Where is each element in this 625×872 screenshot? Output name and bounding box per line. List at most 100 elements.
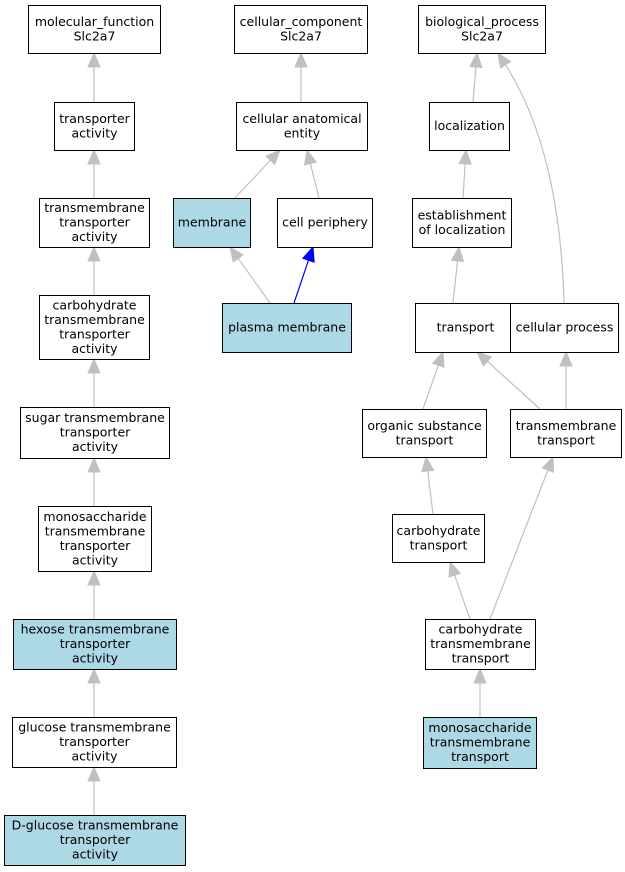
node-label-line: transport <box>451 749 509 764</box>
node-label-line: transporter <box>59 215 130 230</box>
node-label-line: transmembrane <box>45 523 146 538</box>
node-box <box>39 295 150 360</box>
node-label-line: transmembrane <box>430 735 531 750</box>
arrowhead <box>87 456 101 473</box>
node-box <box>20 407 170 459</box>
node-label-line: glucose transmembrane <box>18 720 171 735</box>
arrowhead <box>473 667 487 684</box>
node-box <box>173 198 251 248</box>
node-label-line: activity <box>71 229 118 244</box>
node-label-line: activity <box>71 749 118 764</box>
edge-plasma_membrane-to-cell_periphery <box>293 245 315 304</box>
edge-line <box>234 159 272 199</box>
edge-glucose_tm_transporter_activity-to-hexose_tm_transporter_activity <box>87 667 101 717</box>
node-label-line: cellular process <box>516 320 614 335</box>
edge-localization-to-bp_root <box>469 51 483 103</box>
edge-line <box>462 162 466 199</box>
edge-line <box>293 259 310 304</box>
arrowhead <box>87 357 101 374</box>
edge-layer <box>87 51 573 815</box>
edge-line <box>504 63 565 304</box>
edge-transporter_activity-to-mf_root <box>87 51 101 102</box>
edge-line <box>237 257 271 304</box>
go-term-node-membrane[interactable]: membrane <box>173 198 251 248</box>
node-label-line: activity <box>72 552 119 567</box>
edge-line <box>309 162 320 199</box>
edge-line <box>472 65 477 103</box>
node-label-line: hexose transmembrane <box>21 622 170 637</box>
node-label-line: monosaccharide <box>428 720 531 735</box>
node-label-line: cell periphery <box>282 215 368 230</box>
edge-transmembrane_transport-to-transport <box>476 351 541 410</box>
go-term-node-localization[interactable]: localization <box>429 102 510 151</box>
node-box <box>392 514 485 563</box>
node-label-line: sugar transmembrane <box>25 410 165 425</box>
node-label-line: organic substance <box>367 418 482 433</box>
go-term-node-dglucose-tm-transporter-activity[interactable]: D-glucose transmembranetransporteractivi… <box>4 815 186 866</box>
node-label-line: entity <box>284 125 321 140</box>
node-label-line: transmembrane <box>430 636 531 651</box>
edge-hexose_tm_transporter_activity-to-mono_tm_transporter_activity <box>87 569 101 619</box>
node-box <box>510 303 619 353</box>
go-term-node-cellular-process[interactable]: cellular process <box>510 303 619 353</box>
node-box <box>236 102 368 151</box>
go-term-node-cell-periphery[interactable]: cell periphery <box>277 198 373 248</box>
edge-transport-to-establishment_of_localization <box>450 245 465 304</box>
arrowhead <box>497 51 512 69</box>
node-label-line: transporter <box>60 538 131 553</box>
go-term-node-carb-tm-transporter-activity[interactable]: carbohydratetransmembranetransporteracti… <box>39 295 150 360</box>
node-label-line: transport <box>396 432 454 447</box>
node-label-line: transport <box>437 320 495 335</box>
node-label-line: transporter <box>60 425 131 440</box>
edge-membrane-to-cellular_anatomical_entity <box>234 149 281 199</box>
go-term-node-transport[interactable]: transport <box>415 303 516 353</box>
edge-dglucose_tm_transporter_activity-to-glucose_tm_transporter_activity <box>87 765 101 815</box>
edge-transmembrane_transport-to-cellular_process <box>559 350 573 409</box>
node-label-line: Slc2a7 <box>280 28 322 43</box>
node-label-line: biological_process <box>425 14 539 29</box>
node-label-line: transport <box>452 651 510 666</box>
node-label-line: activity <box>72 847 119 862</box>
arrowhead <box>541 455 555 473</box>
node-box <box>54 102 135 151</box>
node-label-line: activity <box>72 439 119 454</box>
node-label-line: transporter <box>60 832 131 847</box>
edge-carb_tm_transport-to-transmembrane_transport <box>489 455 555 620</box>
go-term-node-mono-tm-transporter-activity[interactable]: monosaccharidetransmembranetransporterac… <box>38 506 152 572</box>
edge-mono_tm_transport-to-carb_tm_transport <box>473 667 487 717</box>
node-label-line: localization <box>434 118 505 133</box>
node-label-line: activity <box>72 651 119 666</box>
arrowhead <box>294 51 308 68</box>
node-label-line: molecular_function <box>35 14 154 29</box>
node-label-line: Slc2a7 <box>461 28 503 43</box>
node-label-line: transporter <box>59 326 130 341</box>
node-label-line: carbohydrate <box>53 297 137 312</box>
node-box <box>28 5 161 54</box>
node-label-line: activity <box>71 341 118 356</box>
go-term-node-plasma-membrane[interactable]: plasma membrane <box>222 303 352 353</box>
node-label-line: activity <box>71 125 118 140</box>
edge-plasma_membrane-to-membrane <box>229 245 271 304</box>
node-box <box>362 409 487 458</box>
arrowhead <box>301 245 315 263</box>
node-label-line: transporter <box>59 734 130 749</box>
arrowhead <box>87 148 101 165</box>
node-label-line: transport <box>537 432 595 447</box>
node-label-line: carbohydrate <box>439 622 523 637</box>
